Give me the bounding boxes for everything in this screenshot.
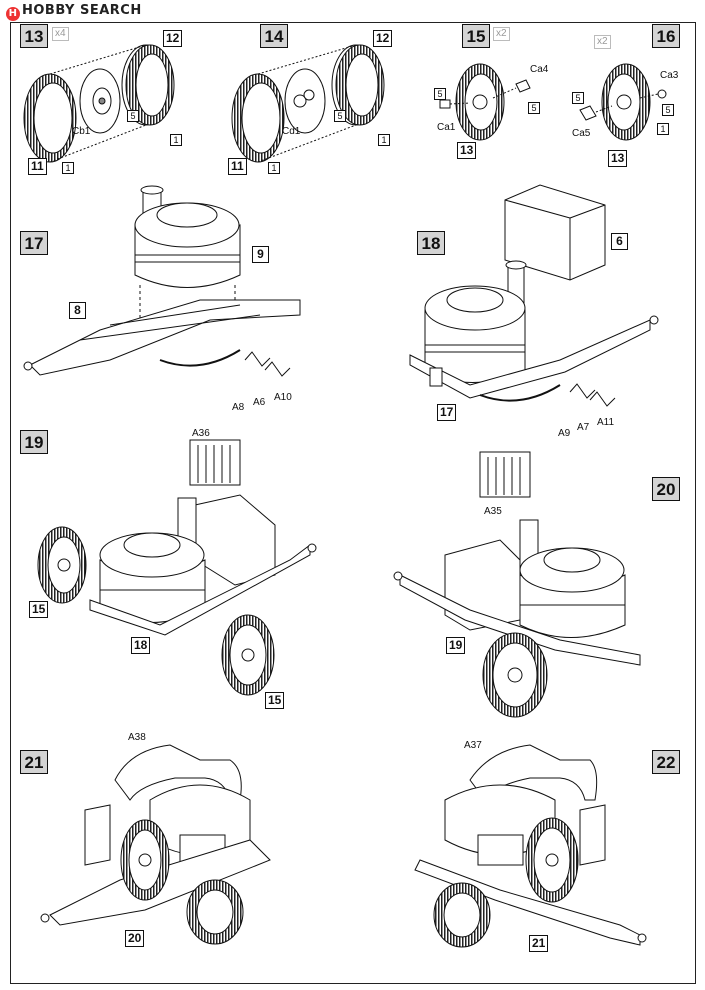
step18-part-label: A9 — [558, 428, 571, 439]
step14-part-ref: 11 — [228, 158, 247, 175]
step-18-label: 18 — [417, 231, 445, 255]
step21-part-ref: 20 — [125, 930, 145, 947]
step15-sprue-ref: 5 — [434, 88, 446, 100]
step13-sprue-ref: 1 — [170, 134, 182, 146]
step17-part-label: A8 — [232, 402, 245, 413]
step19-part-label: A36 — [192, 428, 210, 439]
step20-drawing — [393, 451, 641, 718]
step13-sprue-ref: 1 — [62, 162, 74, 174]
step18-part-ref: 17 — [437, 404, 457, 421]
step20-part-label: A35 — [484, 506, 502, 517]
step14-sprue-ref: 1 — [378, 134, 390, 146]
step14-part-label: Cd1 — [282, 126, 301, 137]
step14-part-ref: 12 — [373, 30, 393, 47]
step-21-label: 21 — [20, 750, 48, 774]
step17-part-label: A6 — [253, 397, 266, 408]
step-17-label: 17 — [20, 231, 48, 255]
step-20-label: 20 — [652, 477, 680, 501]
step17-part-label: A10 — [274, 392, 292, 403]
step13-part-ref: 12 — [163, 30, 183, 47]
step20-part-ref: 19 — [446, 637, 466, 654]
logo-text: HOBBY SEARCH — [22, 3, 142, 18]
step-22-label: 22 — [652, 750, 680, 774]
step18-part-label: A7 — [577, 422, 590, 433]
step19-part-ref: 15 — [29, 601, 49, 618]
step21-part-label: A38 — [128, 732, 146, 743]
step19-drawing — [37, 439, 317, 696]
step16-sprue-ref: 5 — [572, 92, 584, 104]
step22-drawing — [414, 744, 647, 948]
step17-part-ref: 9 — [252, 246, 269, 263]
step15-part-label: Ca4 — [530, 64, 549, 75]
step15-part-label: Ca1 — [437, 122, 456, 133]
step21-drawing — [40, 744, 271, 945]
step16-part-label: Ca3 — [660, 70, 679, 81]
step-16-quantity: x2 — [594, 35, 611, 49]
step13-part-ref: 11 — [28, 158, 47, 175]
step17-drawing — [23, 185, 301, 377]
step18-part-label: A11 — [597, 417, 615, 428]
step22-part-ref: 21 — [529, 935, 549, 952]
logo-mark: H — [6, 7, 20, 21]
step14-sprue-ref: 5 — [334, 110, 346, 122]
step13-sprue-ref: 5 — [127, 110, 139, 122]
step19-part-ref: 15 — [265, 692, 285, 709]
step15-sprue-ref: 5 — [528, 102, 540, 114]
step-15-quantity: x2 — [493, 27, 510, 41]
step-14-label: 14 — [260, 24, 288, 48]
step15-part-ref: 13 — [457, 142, 477, 159]
step13-drawing — [23, 44, 175, 163]
step18-part-ref: 6 — [611, 233, 628, 250]
step-13-quantity: x4 — [52, 27, 69, 41]
step18-drawing — [409, 184, 659, 407]
step-16-label: 16 — [652, 24, 680, 48]
step16-drawing — [579, 63, 667, 141]
step16-sprue-ref: 5 — [662, 104, 674, 116]
step17-part-ref: 8 — [69, 302, 86, 319]
step15-drawing — [439, 63, 531, 141]
step22-part-label: A37 — [464, 740, 482, 751]
step16-part-label: Ca5 — [572, 128, 591, 139]
step-13-label: 13 — [20, 24, 48, 48]
step-15-label: 15 — [462, 24, 490, 48]
step14-drawing — [231, 44, 385, 163]
step14-sprue-ref: 1 — [268, 162, 280, 174]
step-19-label: 19 — [20, 430, 48, 454]
step16-part-ref: 13 — [608, 150, 628, 167]
step19-part-ref: 18 — [131, 637, 151, 654]
instruction-page-frame — [10, 22, 696, 984]
step13-part-label: Cb1 — [72, 126, 91, 137]
step16-sprue-ref: 1 — [657, 123, 669, 135]
